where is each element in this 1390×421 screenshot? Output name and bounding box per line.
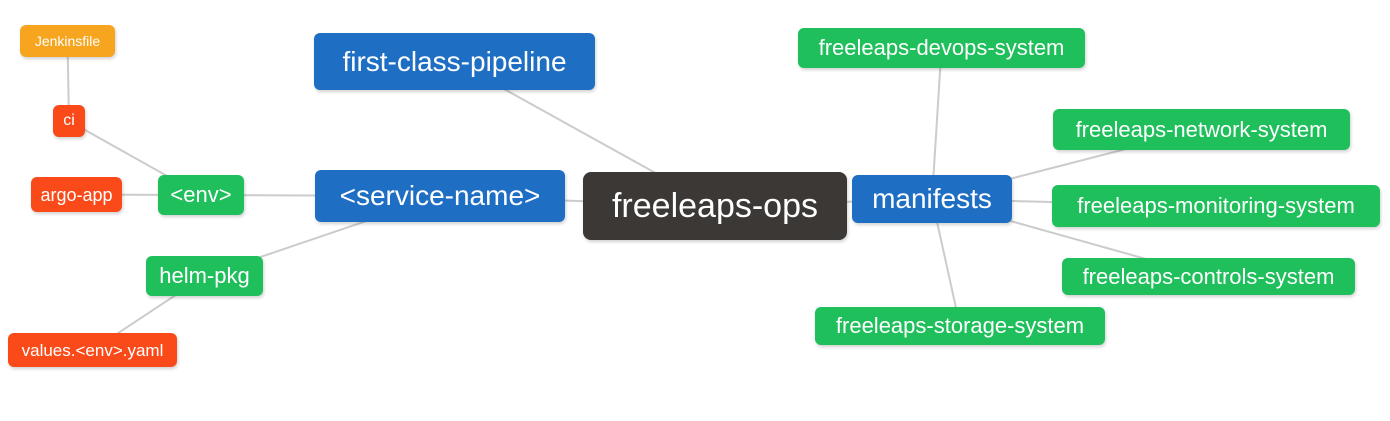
node-service-name[interactable]: <service-name> [315, 170, 565, 222]
node-helm-pkg[interactable]: helm-pkg [146, 256, 263, 296]
node-root[interactable]: freeleaps-ops [583, 172, 847, 240]
node-values-env-yaml[interactable]: values.<env>.yaml [8, 333, 177, 367]
node-ci[interactable]: ci [53, 105, 85, 137]
node-manifests[interactable]: manifests [852, 175, 1012, 223]
link-manifests-devops-system [931, 47, 943, 200]
node-jenkinsfile[interactable]: Jenkinsfile [20, 25, 115, 57]
node-monitoring-system[interactable]: freeleaps-monitoring-system [1052, 185, 1380, 227]
node-devops-system[interactable]: freeleaps-devops-system [798, 28, 1085, 68]
node-controls-system[interactable]: freeleaps-controls-system [1062, 258, 1355, 295]
node-first-class-pipeline[interactable]: first-class-pipeline [314, 33, 595, 90]
node-env[interactable]: <env> [158, 175, 244, 215]
node-storage-system[interactable]: freeleaps-storage-system [815, 307, 1105, 345]
node-argo-app[interactable]: argo-app [31, 177, 122, 212]
node-network-system[interactable]: freeleaps-network-system [1053, 109, 1350, 150]
